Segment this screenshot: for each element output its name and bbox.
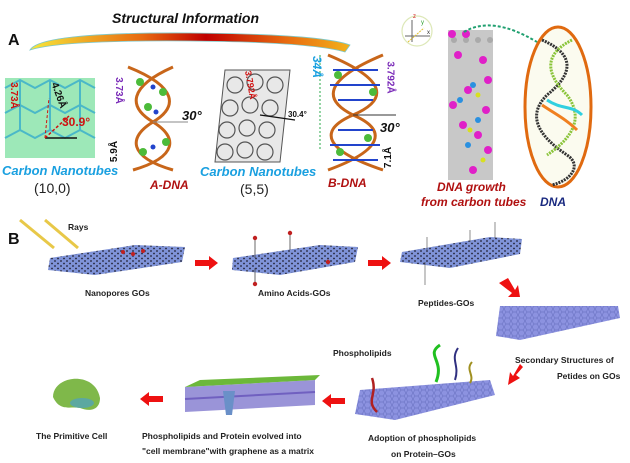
step-caption-membrane-2: "cell membrane"with graphene as a matrix [142,446,314,456]
cnt-5-5-index: (5,5) [240,181,269,197]
cnt-10-0-angle: 30.9° [62,115,91,129]
step-caption-nanopores: Nanopores GOs [85,288,150,298]
process-arrows [140,256,523,408]
cnt-5-5-label: Carbon Nanotubes [200,164,317,179]
axes-icon [401,15,433,47]
step-caption-adoption-2: on Protein–GOs [391,449,456,459]
step-caption-peptides: Peptides-GOs [418,298,475,308]
dna-growth-label-2: from carbon tubes [421,195,527,209]
sheet-amino-acids [232,245,358,275]
sheet-secondary [496,306,620,340]
cnt-10-0-model [4,78,96,158]
b-dna-label: B-DNA [328,176,367,190]
phospholipids-annotation: Phospholipids [333,348,392,358]
a-dna-angle: 30° [182,108,202,123]
dna-oval [523,25,593,189]
step-caption-membrane-1: Phospholipids and Protein evolved into [142,431,302,441]
dna-growth-label-1: DNA growth [437,180,506,194]
sheet-nanopores [48,245,185,275]
dna-label: DNA [540,195,566,209]
axes-x-label: x [427,30,430,36]
a-dna-model [127,65,188,172]
cnt-5-5-model [214,69,296,163]
panel-a-title: Structural Information [112,10,260,26]
sheet-peptides [400,237,522,268]
axes-z-label: z [413,14,416,20]
panel-b-label: B [8,231,20,248]
rays-label: Rays [68,222,89,232]
growth-dashed-arrow [463,24,538,43]
structural-arc [29,32,351,53]
b-dna-angle: 30° [380,120,400,135]
step-caption-amino-acids: Amino Acids-GOs [258,288,331,298]
b-dna-model [319,53,396,172]
cnt-10-0-index: (10,0) [34,180,71,196]
axes-y-label: y [421,20,424,26]
step-caption-primitive-cell: The Primitive Cell [36,431,108,441]
a-dna-label: A-DNA [150,178,189,192]
rays-icon [19,218,79,250]
panel-a-label: A [8,32,20,49]
step-caption-secondary-2: Petides on GOs [557,371,621,381]
cnt-5-5-angle: 30.4° [288,110,307,119]
sheet-adoption [355,380,495,420]
step-caption-adoption-1: Adoption of phospholipids [368,433,477,443]
dna-growth-tube [448,30,493,180]
cnt-10-0-label: Carbon Nanotubes [2,163,119,178]
step-caption-secondary-1: Secondary Structures of [515,355,614,365]
